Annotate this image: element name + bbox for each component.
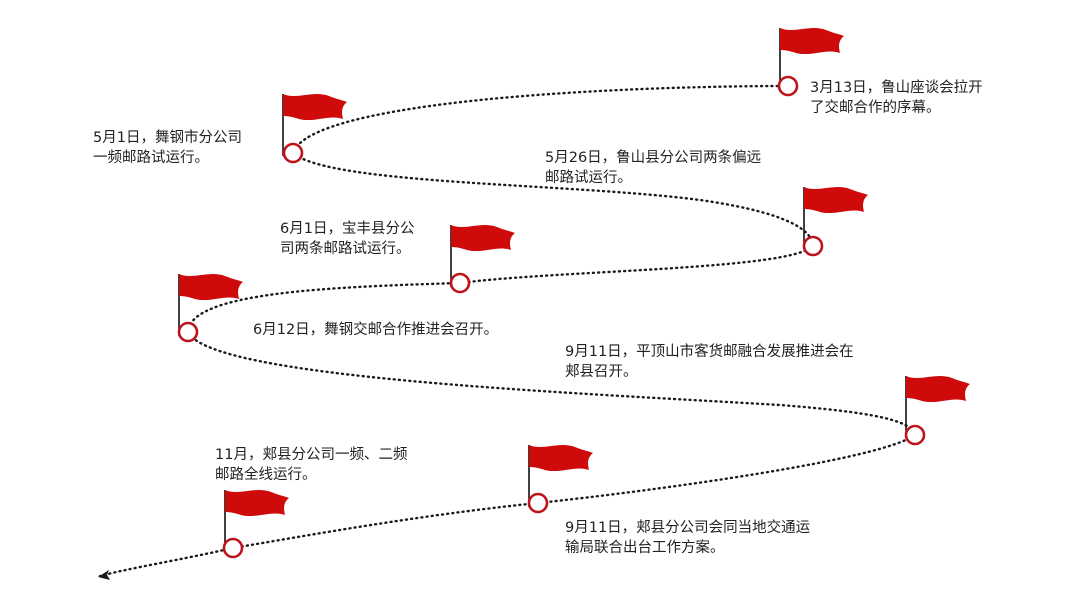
timeline-marker-11 xyxy=(222,537,244,559)
timeline-marker-5-26 xyxy=(802,235,824,257)
event-line: 输局联合出台工作方案。 xyxy=(565,540,725,556)
timeline-marker-6-12 xyxy=(177,321,199,343)
event-line: 6月12日，舞钢交邮合作推进会召开。 xyxy=(253,322,499,338)
event-9-11-b: 9月11日，郏县分公司会同当地交通运 输局联合出台工作方案。 xyxy=(565,518,810,558)
event-line: 5月26日，鲁山县分公司两条偏远 xyxy=(545,150,762,166)
event-11: 11月，郏县分公司一频、二频 邮路全线运行。 xyxy=(215,445,407,485)
event-6-12: 6月12日，舞钢交邮合作推进会召开。 xyxy=(253,320,498,340)
event-5-26: 5月26日，鲁山县分公司两条偏远 邮路试运行。 xyxy=(545,148,761,188)
event-line: 邮路试运行。 xyxy=(545,170,632,186)
arrow-head-icon xyxy=(98,570,110,580)
timeline-marker-9-11-a xyxy=(904,424,926,446)
event-line: 邮路全线运行。 xyxy=(215,467,317,483)
event-line: 9月11日，郏县分公司会同当地交通运 xyxy=(565,520,811,536)
event-line: 了交邮合作的序幕。 xyxy=(810,100,941,116)
timeline-marker-3-13 xyxy=(777,75,799,97)
event-9-11-a: 9月11日，平顶山市客货邮融合发展推进会在 郏县召开。 xyxy=(565,342,854,382)
timeline-marker-6-1 xyxy=(449,272,471,294)
timeline-marker-5-1 xyxy=(282,142,304,164)
event-line: 6月1日，宝丰县分公 xyxy=(280,221,415,237)
event-line: 9月11日，平顶山市客货邮融合发展推进会在 xyxy=(565,344,854,360)
timeline-marker-9-11-b xyxy=(527,492,549,514)
timeline-route xyxy=(98,84,917,578)
event-line: 郏县召开。 xyxy=(565,364,638,380)
event-6-1: 6月1日，宝丰县分公 司两条邮路试运行。 xyxy=(280,219,414,259)
event-line: 司两条邮路试运行。 xyxy=(280,241,411,257)
event-line: 5月1日，舞钢市分公司 xyxy=(93,130,242,146)
event-line: 3月13日，鲁山座谈会拉开 xyxy=(810,80,983,96)
event-5-1: 5月1日，舞钢市分公司 一频邮路试运行。 xyxy=(93,128,242,168)
event-line: 一频邮路试运行。 xyxy=(93,150,209,166)
event-line: 11月，郏县分公司一频、二频 xyxy=(215,447,408,463)
event-3-13: 3月13日，鲁山座谈会拉开 了交邮合作的序幕。 xyxy=(810,78,983,118)
